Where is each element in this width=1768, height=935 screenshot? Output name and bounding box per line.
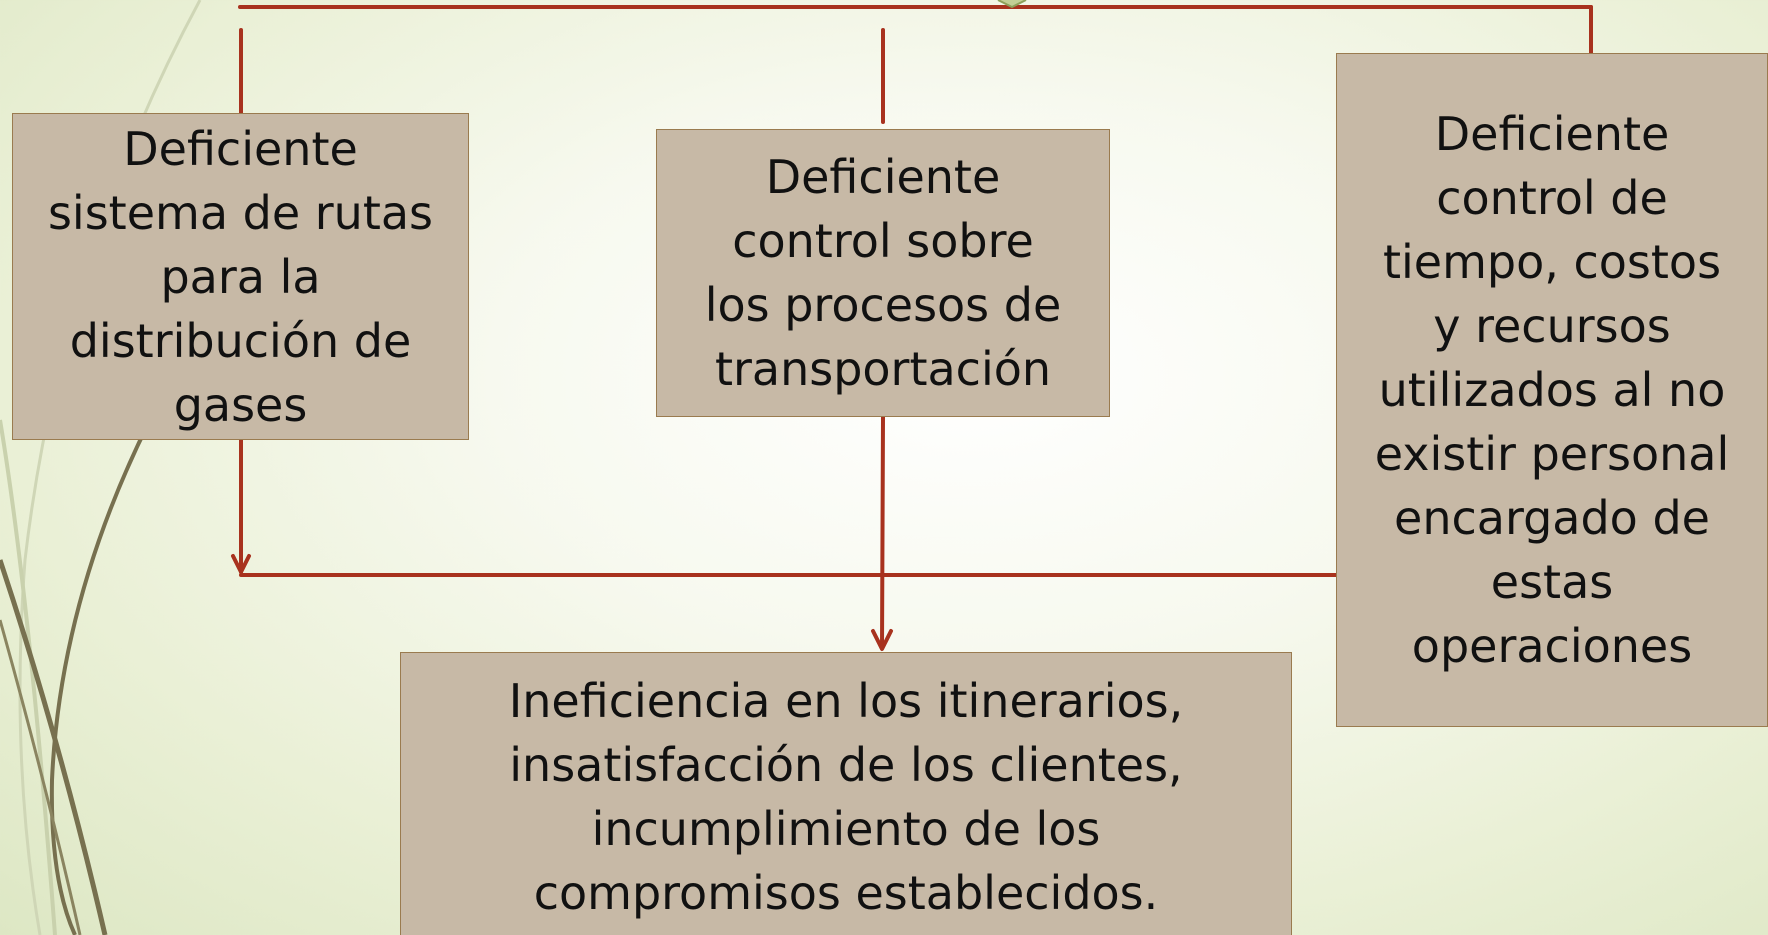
decor-curve-dark-2	[0, 559, 108, 935]
decor-curve-dark-3	[0, 619, 82, 935]
text-line: gases	[173, 377, 308, 432]
text-line: control de	[1436, 171, 1668, 225]
cause-text-time-cost-control: Deficiente control de tiempo, costos y r…	[1375, 102, 1729, 678]
text-line: Ineficiencia en los itinerarios,	[508, 674, 1184, 728]
cause-box-transport-control: Deficiente control sobre los procesos de…	[656, 129, 1110, 417]
cause-box-routes: Deficiente sistema de rutas para la dist…	[12, 113, 469, 440]
text-line: y recursos	[1433, 299, 1671, 353]
connector-cause-2-to-effect	[880, 415, 885, 650]
text-line: existir personal	[1374, 427, 1730, 481]
text-line: Deficiente	[123, 121, 358, 176]
effect-box-inefficiency: Ineficiencia en los itinerarios, insatis…	[400, 652, 1292, 935]
text-line: encargado de	[1394, 491, 1710, 545]
text-line: Deficiente	[1434, 107, 1670, 161]
cause-text-transport-control: Deficiente control sobre los procesos de…	[705, 145, 1062, 401]
text-line: operaciones	[1411, 619, 1693, 673]
text-line: sistema de rutas	[47, 185, 434, 240]
arrowhead-cause-1	[231, 554, 251, 574]
decor-curve-light-2	[0, 419, 57, 935]
cause-text-routes: Deficiente sistema de rutas para la dist…	[48, 117, 433, 437]
text-line: los procesos de	[704, 278, 1062, 332]
text-line: para la	[160, 249, 321, 304]
text-line: estas	[1490, 555, 1614, 609]
text-line: distribución de	[69, 313, 412, 368]
text-line: tiempo, costos	[1382, 235, 1722, 289]
arrowhead-effect	[871, 629, 893, 651]
text-line: compromisos establecidos.	[533, 866, 1159, 920]
effect-text-inefficiency: Ineficiencia en los itinerarios, insatis…	[509, 669, 1184, 925]
cause-box-time-cost-control: Deficiente control de tiempo, costos y r…	[1336, 53, 1768, 727]
text-line: control sobre	[732, 214, 1034, 268]
text-line: transportación	[714, 342, 1052, 396]
text-line: Deficiente	[765, 150, 1001, 204]
text-line: insatisfacción de los clientes,	[509, 738, 1183, 792]
top-diamond-marker	[997, 0, 1027, 9]
text-line: incumplimiento de los	[591, 802, 1101, 856]
text-line: utilizados al no	[1378, 363, 1726, 417]
